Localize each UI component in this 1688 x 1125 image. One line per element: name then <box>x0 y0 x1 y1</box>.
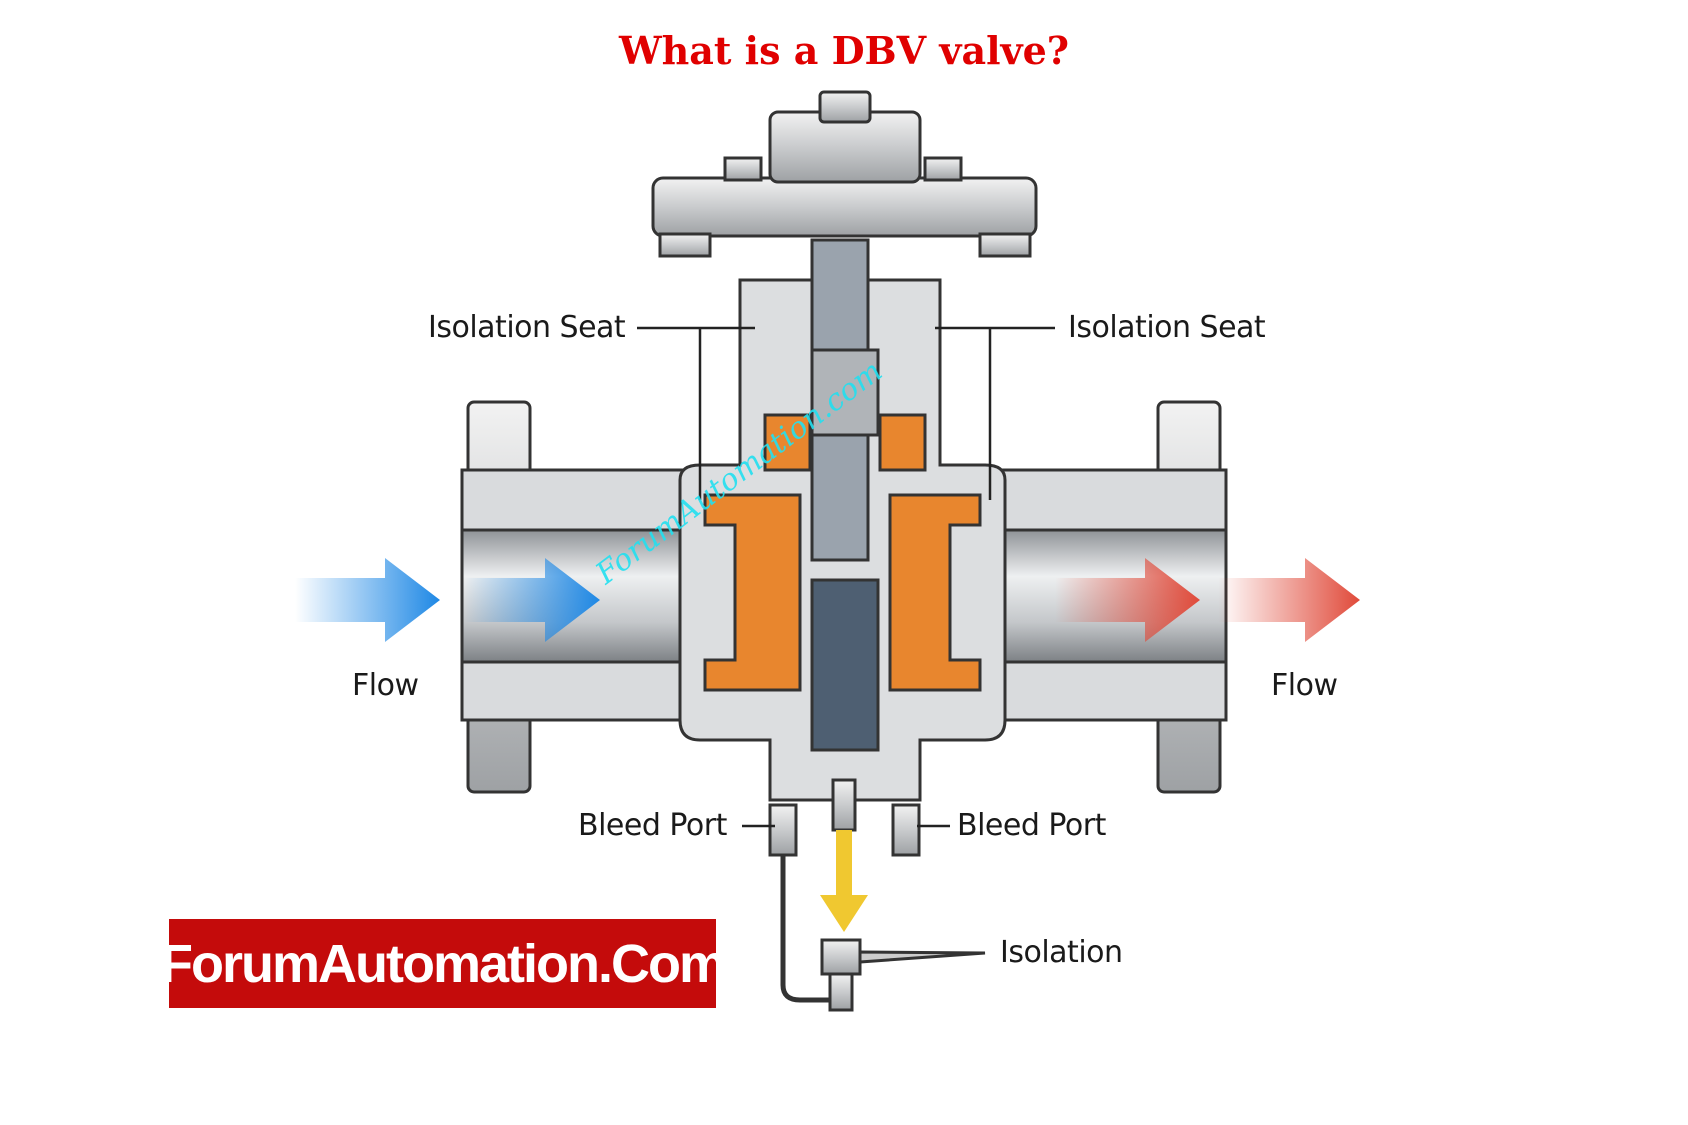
bleed-arrow-icon <box>820 830 868 932</box>
leader-lines <box>637 326 1055 828</box>
bleed-ports <box>768 778 986 1012</box>
isolation-seat-left-label: Isolation Seat <box>428 310 626 345</box>
page-title: What is a DBV valve? <box>618 28 1070 73</box>
bonnet <box>651 90 1038 258</box>
inflow-arrow-icon <box>295 558 600 642</box>
isolation-seats <box>703 413 982 692</box>
isolation-label: Isolation <box>1000 935 1123 970</box>
outflow-arrow-icon <box>1055 558 1360 642</box>
isolation-seat-right-label: Isolation Seat <box>1068 310 1266 345</box>
bleed-port-left-label: Bleed Port <box>578 808 727 843</box>
brand-logo: ForumAutomation.Com <box>160 919 727 1008</box>
flow-left-label: Flow <box>352 668 419 703</box>
bleed-port-right-label: Bleed Port <box>957 808 1106 843</box>
flow-right-label: Flow <box>1271 668 1338 703</box>
